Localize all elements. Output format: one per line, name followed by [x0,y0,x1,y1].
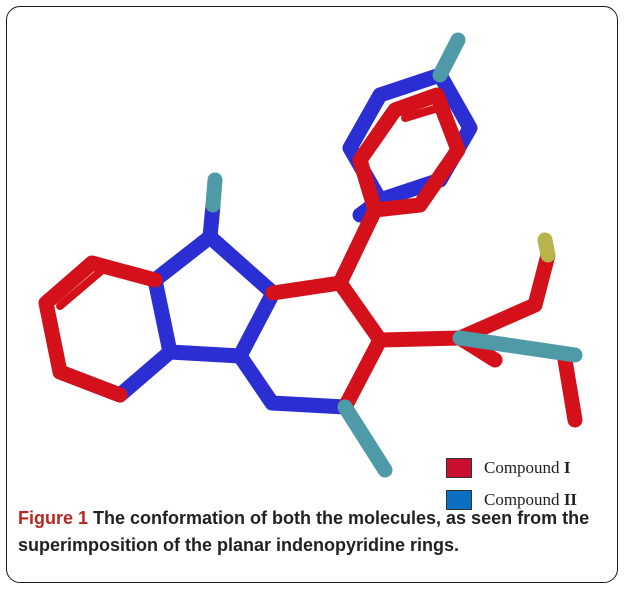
figure-caption: Figure 1 The conformation of both the mo… [18,505,618,559]
legend-label: Compound II [484,490,578,509]
figure-label: Figure 1 [18,508,89,528]
caption-text: The conformation of both the molecules, … [18,508,590,555]
legend-swatch-red [446,458,472,478]
legend-item-compound-i: Compound I [446,456,577,480]
legend: Compound I Compound II [446,456,577,520]
compound-i-structure [38,87,583,428]
legend-swatch-blue [446,490,472,510]
shared-groups [205,32,583,478]
legend-label: Compound I [484,458,571,477]
compound-ii-structure [52,67,478,415]
figure-frame [6,6,618,583]
legend-item-compound-ii: Compound II [446,488,577,512]
